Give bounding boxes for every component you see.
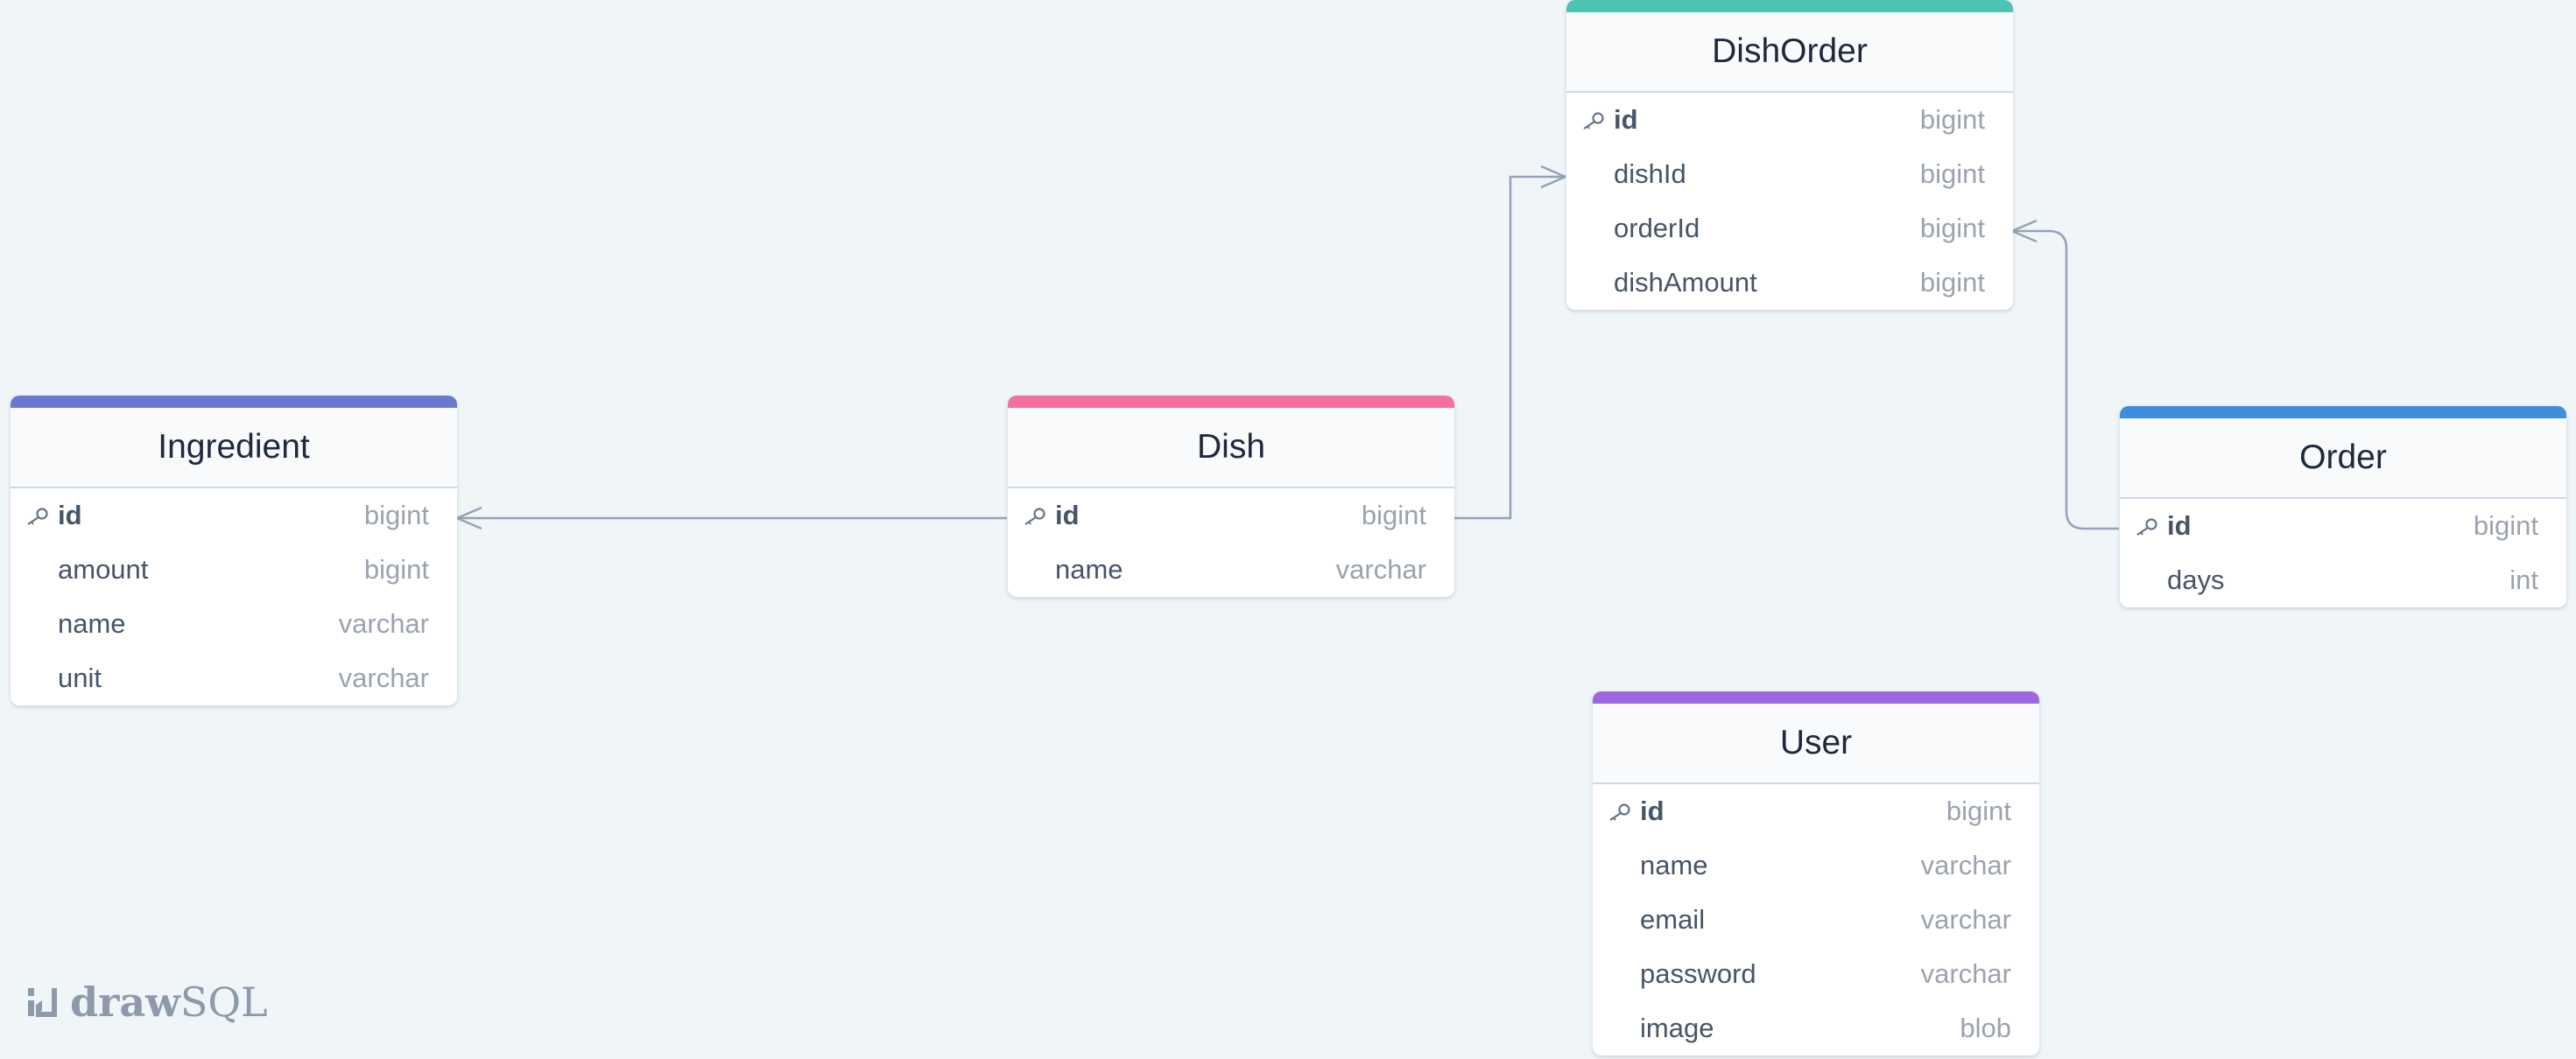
key-icon xyxy=(27,508,48,525)
table-title[interactable]: Order xyxy=(2120,418,2566,499)
column-type: blob xyxy=(1960,1013,2011,1043)
column-name: orderId xyxy=(1614,213,1700,243)
column-row-id[interactable]: id bigint xyxy=(1566,93,2013,147)
column-row-email[interactable]: email varchar xyxy=(1593,893,2039,947)
column-type: varchar xyxy=(338,663,429,693)
column-row-dishamount[interactable]: dishAmount bigint xyxy=(1566,256,2013,310)
relation-dish-ingredient xyxy=(456,506,1007,530)
relation-order-dishorder xyxy=(2011,219,2119,530)
column-type: varchar xyxy=(1920,958,2011,989)
column-name: id xyxy=(1640,796,1665,826)
column-type: bigint xyxy=(1919,158,1985,189)
column-row-password[interactable]: password varchar xyxy=(1593,947,2039,1001)
column-name: id xyxy=(1614,104,1638,135)
column-name: name xyxy=(1640,850,1708,880)
column-type: bigint xyxy=(1946,796,2011,826)
column-type: bigint xyxy=(1919,267,1985,298)
table-accent-bar xyxy=(11,396,457,408)
column-type: bigint xyxy=(363,500,429,530)
table-accent-bar xyxy=(1566,0,2013,12)
column-type: varchar xyxy=(1335,554,1426,585)
table-title[interactable]: Ingredient xyxy=(11,408,457,488)
table-accent-bar xyxy=(1008,396,1454,408)
column-row-id[interactable]: id bigint xyxy=(11,488,457,543)
column-type: bigint xyxy=(2473,510,2538,541)
column-type: varchar xyxy=(1920,904,2011,935)
column-name: image xyxy=(1640,1013,1714,1043)
column-name: name xyxy=(1055,554,1123,585)
column-name: unit xyxy=(58,663,102,693)
table-title[interactable]: User xyxy=(1593,704,2039,784)
column-type: varchar xyxy=(1920,850,2011,880)
column-row-name[interactable]: name varchar xyxy=(11,597,457,651)
column-type: bigint xyxy=(1919,213,1985,243)
column-row-id[interactable]: id bigint xyxy=(1593,784,2039,838)
column-type: bigint xyxy=(1919,104,1985,135)
key-icon xyxy=(1609,803,1630,821)
key-icon xyxy=(1583,112,1604,130)
column-type: bigint xyxy=(1361,500,1426,530)
column-name: dishId xyxy=(1614,158,1686,189)
column-row-amount[interactable]: amount bigint xyxy=(11,543,457,597)
column-type: int xyxy=(2509,565,2538,595)
column-name: amount xyxy=(58,554,149,585)
column-row-name[interactable]: name varchar xyxy=(1008,543,1454,597)
column-name: name xyxy=(58,608,126,639)
column-row-orderid[interactable]: orderId bigint xyxy=(1566,201,2013,256)
column-name: id xyxy=(2167,510,2192,541)
table-dishorder[interactable]: DishOrder id bigint dishId bigint orderI… xyxy=(1566,0,2013,310)
column-name: id xyxy=(58,500,82,530)
table-user[interactable]: User id bigint name varchar email varcha… xyxy=(1593,691,2039,1055)
column-name: dishAmount xyxy=(1614,267,1757,298)
logo-text-sql: SQL xyxy=(179,978,268,1026)
table-accent-bar xyxy=(2120,406,2566,418)
relation-dish-dishorder xyxy=(1454,165,1566,520)
table-order[interactable]: Order id bigint days int xyxy=(2120,406,2566,607)
table-ingredient[interactable]: Ingredient id bigint amount bigint name … xyxy=(11,396,457,705)
column-row-image[interactable]: image blob xyxy=(1593,1001,2039,1055)
column-row-unit[interactable]: unit varchar xyxy=(11,651,457,705)
column-name: email xyxy=(1640,904,1706,935)
table-title[interactable]: Dish xyxy=(1008,408,1454,488)
column-type: varchar xyxy=(338,608,429,639)
logo-text-draw: draw xyxy=(70,978,180,1026)
key-icon xyxy=(1024,508,1045,525)
key-icon xyxy=(2136,518,2157,536)
drawsql-logo: draw SQL xyxy=(25,978,268,1026)
drawsql-logo-icon xyxy=(28,988,57,1017)
column-row-name[interactable]: name varchar xyxy=(1593,838,2039,893)
column-row-dishid[interactable]: dishId bigint xyxy=(1566,147,2013,201)
column-name: id xyxy=(1055,500,1080,530)
column-row-days[interactable]: days int xyxy=(2120,553,2566,607)
column-row-id[interactable]: id bigint xyxy=(2120,499,2566,553)
column-type: bigint xyxy=(363,554,429,585)
column-name: days xyxy=(2167,565,2225,595)
table-dish[interactable]: Dish id bigint name varchar xyxy=(1008,396,1454,597)
column-name: password xyxy=(1640,958,1756,989)
column-row-id[interactable]: id bigint xyxy=(1008,488,1454,543)
table-title[interactable]: DishOrder xyxy=(1566,12,2013,93)
table-accent-bar xyxy=(1593,691,2039,704)
